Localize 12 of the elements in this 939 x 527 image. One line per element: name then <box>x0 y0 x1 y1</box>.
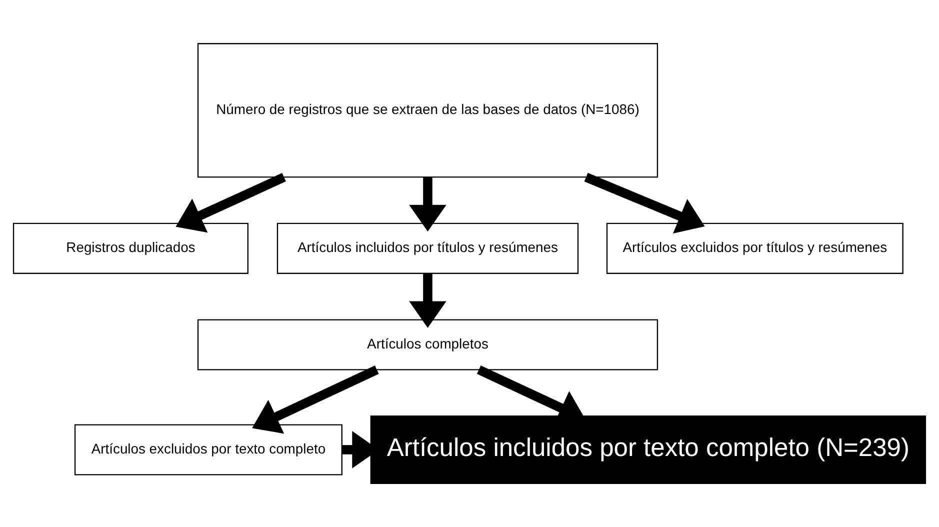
arrow <box>252 365 379 434</box>
arrow <box>584 172 705 234</box>
node-box: Artículos excluidos por texto completo <box>74 424 342 476</box>
node-box: Artículos incluidos por títulos y resúmenes <box>276 222 579 274</box>
node-box: Número de registros que se extraen de las bases de datos (N=1086) <box>197 43 658 178</box>
node-box: Registros duplicados <box>12 222 248 274</box>
node-box: Artículos completos <box>197 319 658 370</box>
arrow <box>176 172 286 233</box>
node-box: Artículos incluidos por texto completo (N=239) <box>370 415 926 484</box>
node-box: Artículos excluidos por títulos y resúmenes <box>606 222 904 274</box>
arrow <box>409 177 446 232</box>
arrow <box>409 274 446 328</box>
